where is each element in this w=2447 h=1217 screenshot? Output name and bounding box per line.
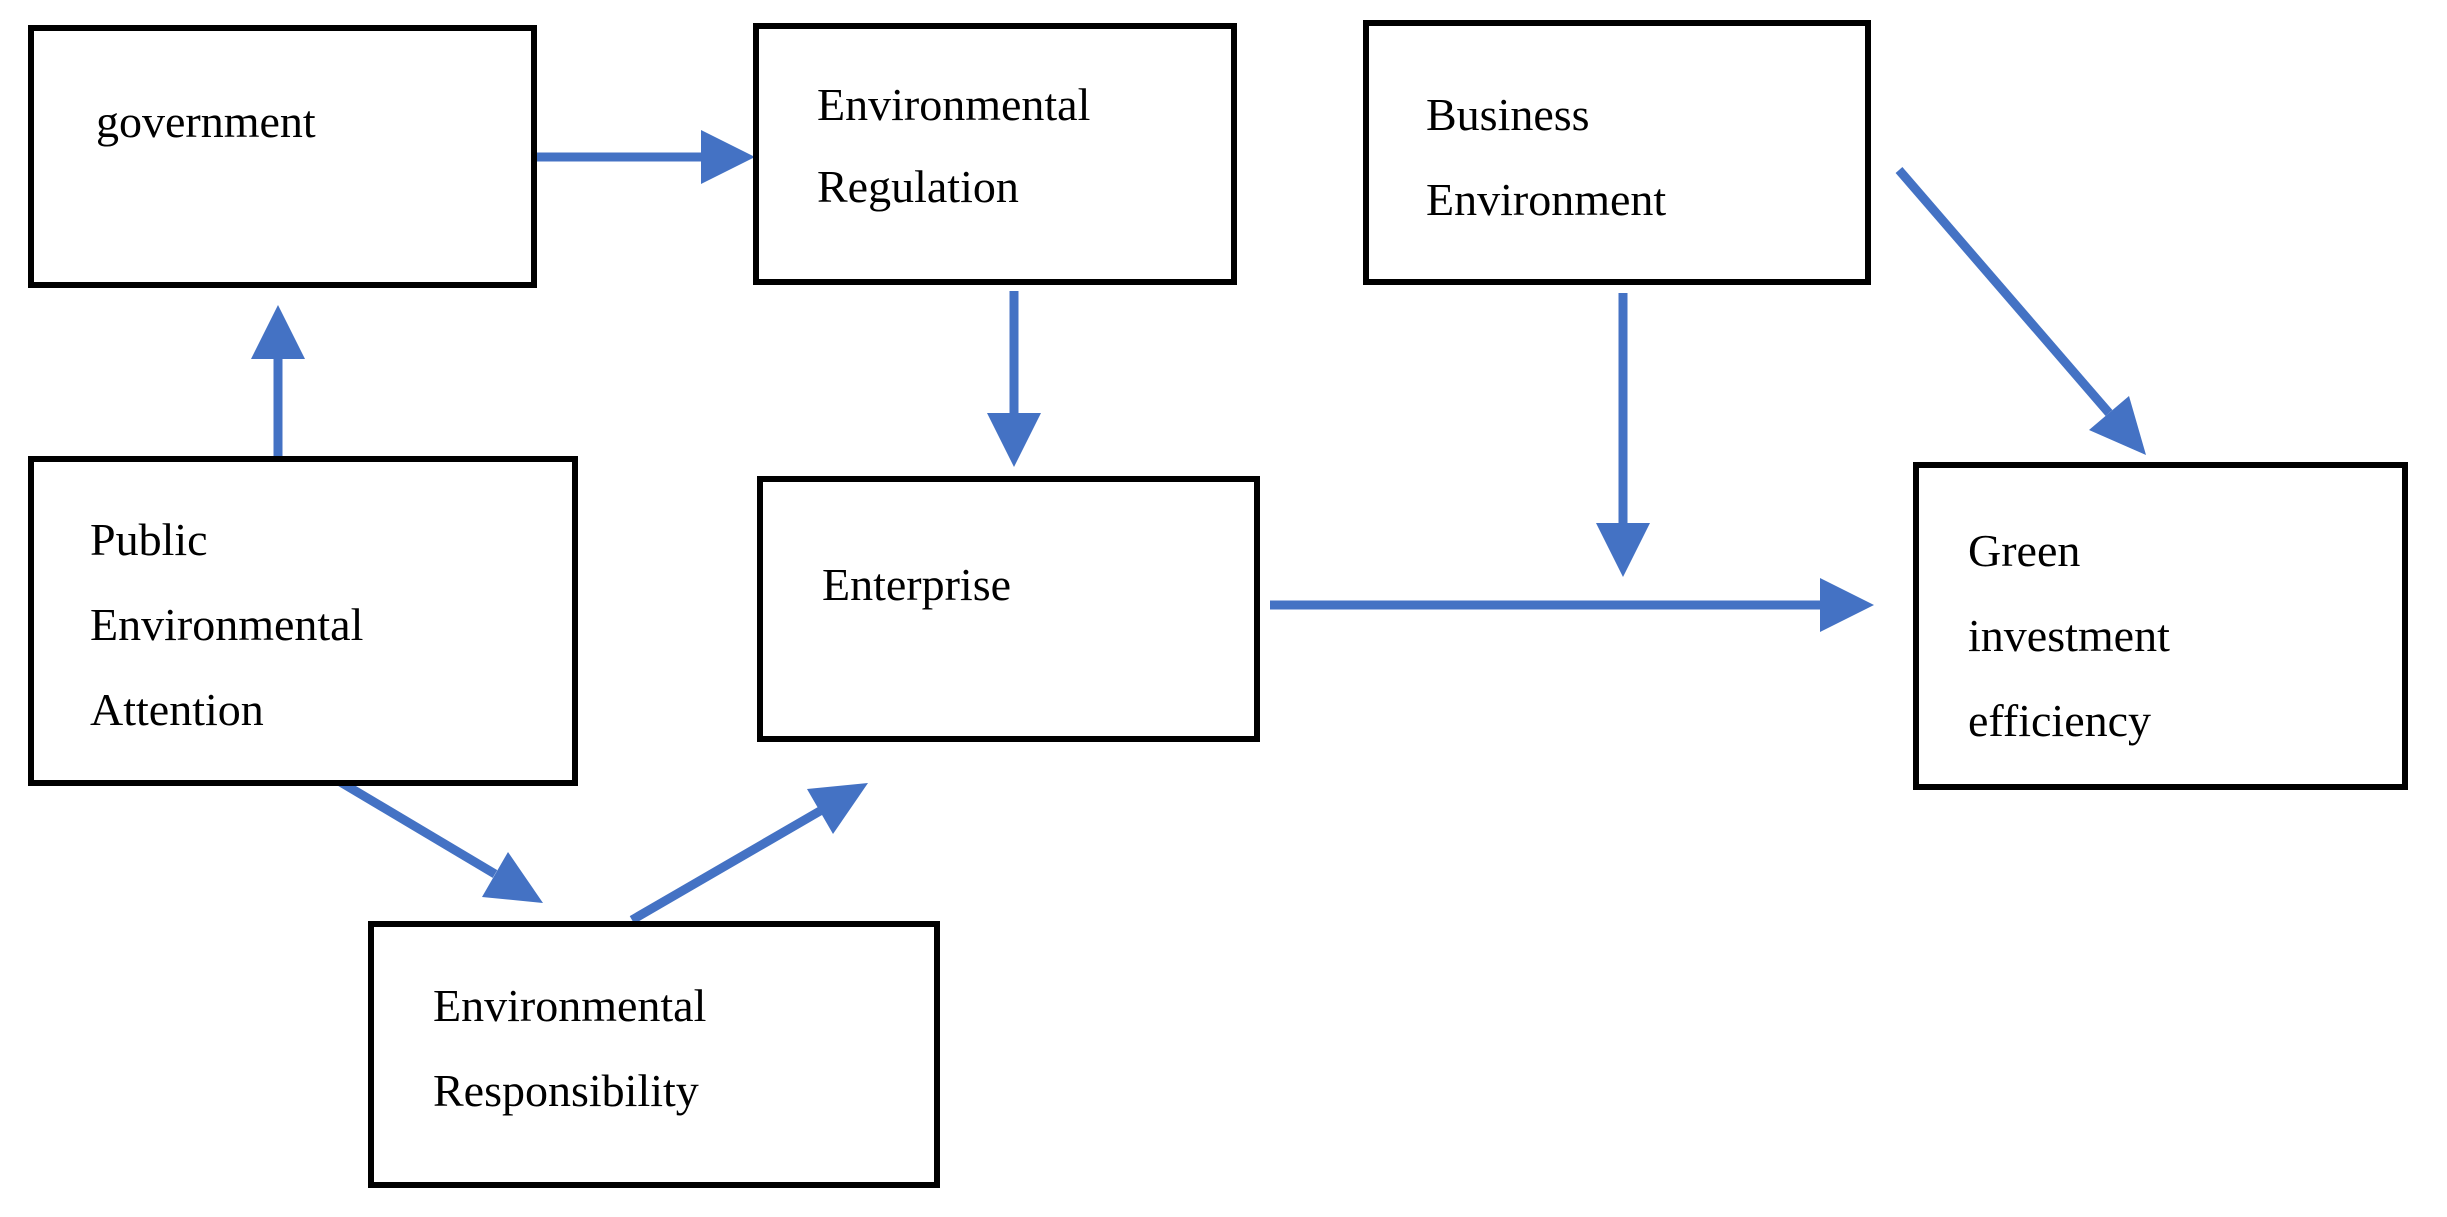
arrow-government-to-environmental-regulation	[537, 130, 755, 184]
node-green-investment-efficiency-label-line1: Green	[1968, 525, 2081, 576]
arrow-environmental-responsibility-to-enterprise	[629, 783, 868, 924]
node-environmental-responsibility-label-line1: Environmental	[433, 980, 707, 1031]
node-enterprise: Enterprise	[757, 476, 1260, 742]
node-business-environment-label-line1: Business	[1426, 89, 1590, 140]
node-government: government	[28, 25, 537, 288]
node-public-environmental-attention-label-line3: Attention	[90, 684, 264, 735]
node-government-label: government	[96, 96, 316, 147]
node-green-investment-efficiency-label-line2: investment	[1968, 610, 2170, 661]
node-business-environment-label-line2: Environment	[1426, 174, 1667, 225]
arrow-business-environment-to-green-investment	[1895, 167, 2146, 455]
node-public-environmental-attention-label-line2: Environmental	[90, 599, 364, 650]
node-public-environmental-attention: Public Environmental Attention	[28, 456, 578, 786]
node-public-environmental-attention-label-line1: Public	[90, 514, 208, 565]
node-environmental-regulation-label-line1: Environmental	[817, 79, 1091, 130]
node-environmental-responsibility: Environmental Responsibility	[368, 921, 940, 1188]
node-business-environment: Business Environment	[1363, 20, 1871, 285]
arrow-environmental-regulation-to-enterprise	[987, 291, 1041, 467]
node-green-investment-efficiency-label-line3: efficiency	[1968, 695, 2152, 746]
arrow-public-attention-to-government	[251, 305, 305, 466]
node-environmental-responsibility-label-line2: Responsibility	[433, 1065, 699, 1116]
arrow-enterprise-to-green-investment	[1270, 578, 1874, 632]
node-green-investment-efficiency: Green investment efficiency	[1913, 462, 2408, 790]
node-enterprise-label: Enterprise	[822, 559, 1012, 610]
arrow-business-environment-down	[1596, 293, 1650, 577]
node-environmental-regulation-label-line2: Regulation	[817, 161, 1019, 212]
node-environmental-regulation: Environmental Regulation	[753, 23, 1237, 285]
